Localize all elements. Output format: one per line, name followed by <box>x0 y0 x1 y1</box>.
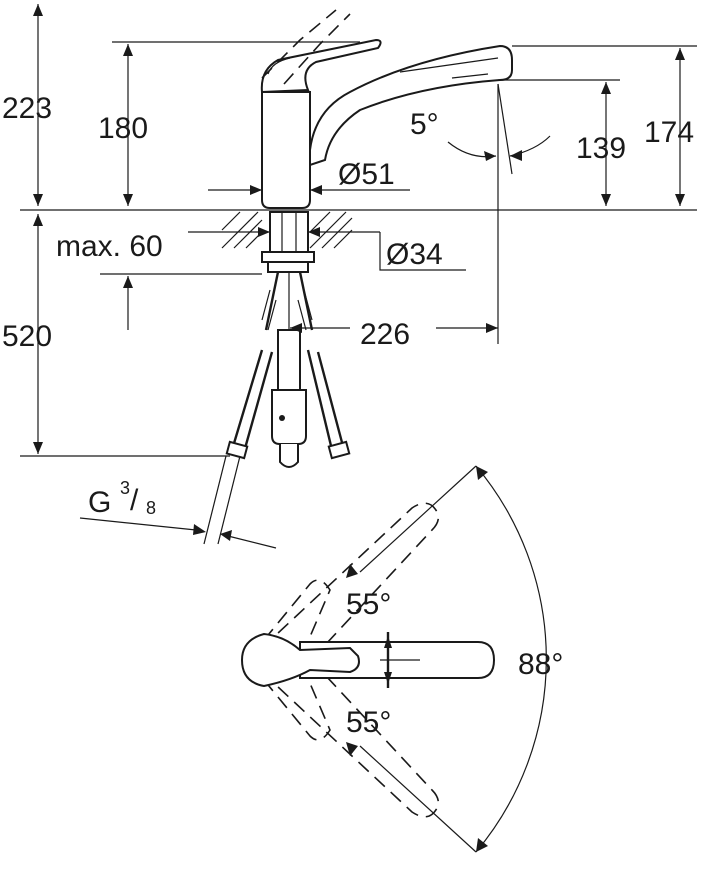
lever-top-view <box>240 632 360 688</box>
dim-body-diameter: Ø51 <box>338 158 395 191</box>
mounting-shank <box>269 211 309 253</box>
dim-hole-diameter: Ø34 <box>386 238 443 271</box>
hose-weight <box>271 389 307 445</box>
dim-spout-angle: 5° <box>410 108 439 141</box>
flexible-hoses <box>225 271 351 460</box>
raised-lever-outline <box>261 9 337 79</box>
dim-below-deck: 520 <box>2 320 52 353</box>
dim-reach: 226 <box>360 318 410 351</box>
top-view: 55° 55° 88° <box>240 465 563 853</box>
lever-position-left <box>263 579 331 661</box>
dim-spout-total-height: 174 <box>644 116 694 149</box>
connection-thread: G <box>88 486 111 519</box>
dim-lever-height: 180 <box>98 112 148 145</box>
connection-thread-denominator: 8 <box>146 498 156 518</box>
connection-fraction-slash: / <box>130 484 139 517</box>
dim-swivel-right: 55° <box>346 706 391 739</box>
side-view: 223 180 520 max. 60 Ø51 Ø34 <box>2 4 697 549</box>
spout-position-left <box>261 502 440 673</box>
lever-handle <box>260 38 382 94</box>
connection-thread-numerator: 3 <box>120 478 130 498</box>
lever-position-right <box>263 659 331 741</box>
spout-position-right <box>261 647 440 818</box>
hose-guide <box>277 329 301 391</box>
faucet-body <box>261 91 311 209</box>
dim-swivel-left: 55° <box>346 588 391 621</box>
pull-out-spout <box>309 44 513 167</box>
dim-total-height: 223 <box>2 92 52 125</box>
dim-spout-height: 139 <box>576 132 626 165</box>
dim-swivel-total: 88° <box>518 648 563 681</box>
swivel-arc <box>475 465 547 853</box>
dim-deck-thickness: max. 60 <box>56 230 163 263</box>
deck-hatching <box>221 211 353 249</box>
fixing-nut <box>261 251 315 263</box>
